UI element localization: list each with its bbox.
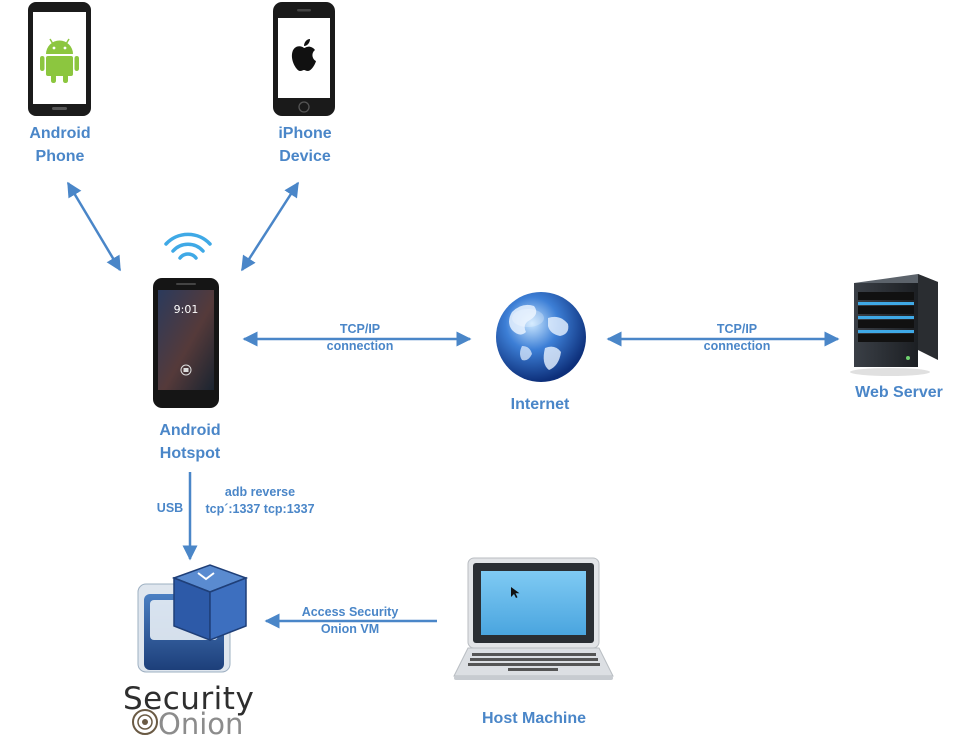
label-android-phone: Android Phone	[15, 122, 105, 168]
label-host-vm-line1: Access Security	[301, 605, 399, 619]
android-hotspot-icon: 9:01	[153, 278, 219, 408]
laptop-icon	[453, 557, 614, 680]
label-adb-line2: tcp´:1337 tcp:1337	[205, 502, 315, 516]
web-server-icon	[850, 274, 938, 376]
security-onion-word1: Security	[123, 681, 255, 717]
label-android-phone-line2: Phone	[35, 148, 85, 165]
label-internet-server-line2: connection	[703, 339, 771, 353]
label-usb: USB	[156, 501, 184, 515]
globe-icon	[496, 292, 586, 382]
label-hotspot-internet: TCP/IP connection	[310, 321, 410, 355]
label-adb: adb reverse tcp´:1337 tcp:1337	[192, 484, 328, 518]
label-hotspot-internet-line2: connection	[326, 339, 394, 353]
label-hotspot-line2: Hotspot	[159, 445, 221, 462]
security-onion-logo	[132, 709, 158, 735]
wifi-icon	[164, 232, 212, 260]
label-host-vm: Access Security Onion VM	[285, 604, 415, 638]
security-onion-word2: Onion	[158, 707, 244, 741]
label-host-machine: Host Machine	[481, 710, 586, 727]
label-iphone-line1: iPhone	[278, 125, 332, 142]
arrows	[66, 181, 840, 629]
hotspot-clock: 9:01	[174, 303, 199, 316]
label-iphone-line2: Device	[279, 148, 331, 165]
label-internet-server: TCP/IP connection	[687, 321, 787, 355]
arrow-android-hotspot	[66, 181, 122, 272]
label-host-vm-line2: Onion VM	[320, 622, 380, 636]
arrow-iphone-hotspot	[240, 181, 300, 272]
label-hotspot-internet-line1: TCP/IP	[339, 322, 381, 336]
label-web-server: Web Server	[855, 384, 943, 401]
virtualbox-icon	[137, 564, 249, 673]
label-internet-server-line1: TCP/IP	[716, 322, 758, 336]
label-android-phone-line1: Android	[29, 125, 91, 142]
label-adb-line1: adb reverse	[224, 485, 296, 499]
label-hotspot: Android Hotspot	[140, 419, 240, 465]
iphone-icon	[273, 2, 335, 116]
label-internet: Internet	[510, 396, 570, 413]
label-hotspot-line1: Android	[159, 422, 221, 439]
android-phone-icon	[28, 2, 91, 116]
label-iphone: iPhone Device	[260, 122, 350, 168]
